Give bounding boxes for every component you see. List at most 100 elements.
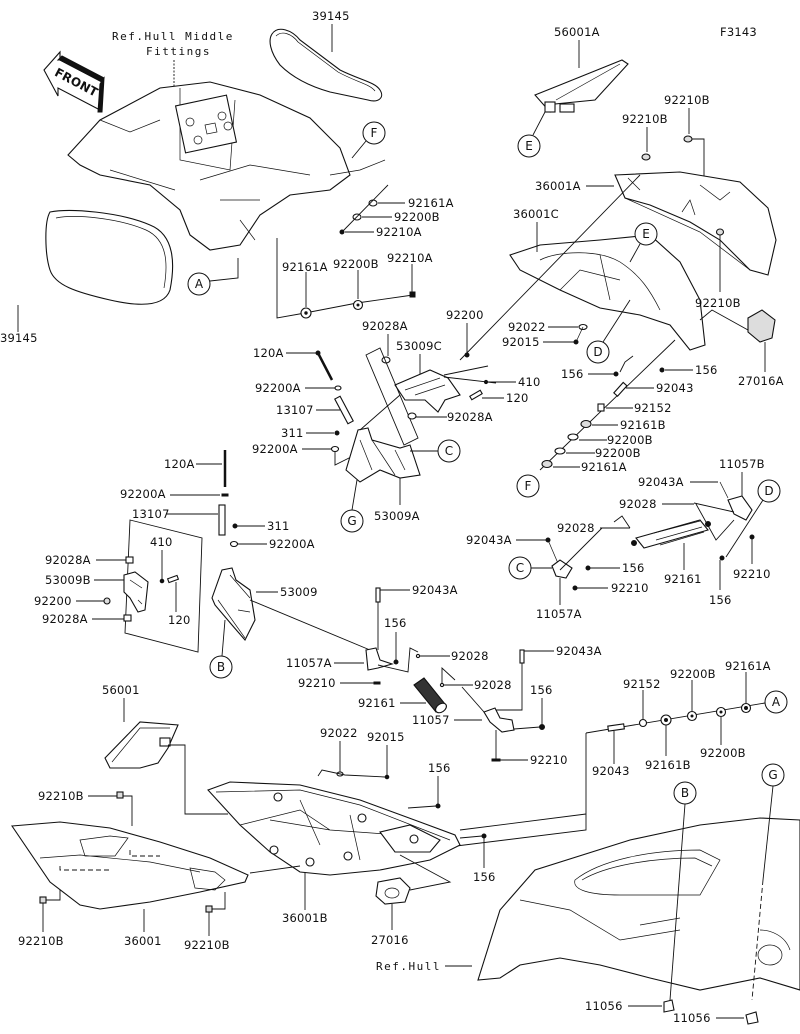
callout-f-top <box>362 121 386 145</box>
label-92161A-r: 92161A <box>581 460 627 474</box>
svg-text:E: E <box>642 227 650 241</box>
svg-text:D: D <box>593 345 602 359</box>
label-120A-l: 120A <box>164 457 195 471</box>
label-92028-m2: 92028 <box>474 678 512 692</box>
label-92210-m2: 92210 <box>530 753 568 767</box>
label-56001A: 56001A <box>554 25 600 39</box>
callout-e-top <box>517 134 541 158</box>
label-92028A-mid: 92028A <box>447 410 493 424</box>
label-92043A-m: 92043A <box>412 583 458 597</box>
svg-text:C: C <box>516 561 524 575</box>
callout-e-mid <box>634 222 658 246</box>
label-92200B-mid: 92200B <box>333 257 379 271</box>
label-11056-b: 11056 <box>673 1011 711 1025</box>
label-92043A-m2: 92043A <box>556 644 602 658</box>
svg-text:F: F <box>525 479 532 493</box>
clip-11056-b <box>745 1011 759 1025</box>
label-156-c: 156 <box>622 561 645 575</box>
label-311-l: 311 <box>267 519 290 533</box>
label-156-a: 156 <box>561 367 584 381</box>
label-120-top: 120 <box>506 391 529 405</box>
bracket-53009A <box>345 427 421 483</box>
label-27016A: 27016A <box>738 374 784 388</box>
label-92210-d: 92210 <box>733 567 771 581</box>
label-92200A-l: 92200A <box>120 487 166 501</box>
label-53009C: 53009C <box>396 339 442 353</box>
label-92200A-l2: 92200A <box>269 537 315 551</box>
svg-text:G: G <box>347 514 356 528</box>
svg-text:G: G <box>768 768 777 782</box>
label-92200-top: 92200 <box>446 308 484 322</box>
ref-hull-middle-line2: Fittings <box>146 45 211 58</box>
callout-d-bottom <box>757 479 781 503</box>
label-92028-r2: 92028 <box>557 521 595 535</box>
label-92015-top: 92015 <box>502 335 540 349</box>
label-36001B: 36001B <box>282 911 328 925</box>
svg-text:A: A <box>195 277 204 291</box>
label-92161B-top: 92161B <box>620 418 666 432</box>
label-11057: 11057 <box>412 713 450 727</box>
label-92210B-e: 92210B <box>18 934 64 948</box>
label-11057A-m: 11057A <box>286 656 332 670</box>
cover-36001C <box>509 234 706 351</box>
label-156-m2: 156 <box>530 683 553 697</box>
label-92043A-r: 92043A <box>638 475 684 489</box>
label-36001A: 36001A <box>535 179 581 193</box>
label-92022-top: 92022 <box>508 320 546 334</box>
label-92161-r: 92161 <box>664 572 702 586</box>
callout-g-mid <box>340 509 364 533</box>
label-92200B-r1: 92200B <box>607 433 653 447</box>
label-11057A-r: 11057A <box>536 607 582 621</box>
label-92028-m1: 92028 <box>451 649 489 663</box>
light-56001 <box>104 721 179 769</box>
label-92200B-r2: 92200B <box>595 446 641 460</box>
label-36001: 36001 <box>124 934 162 948</box>
label-92022-b: 92022 <box>320 726 358 740</box>
label-92028A-top: 92028A <box>362 319 408 333</box>
label-92028-r1: 92028 <box>619 497 657 511</box>
label-92210A-mid: 92210A <box>387 251 433 265</box>
gas-spring-92161-right <box>631 519 711 549</box>
hull-middle-fittings-drawing <box>67 81 386 251</box>
label-410-top: 410 <box>518 375 541 389</box>
label-92028A-l1: 92028A <box>45 553 91 567</box>
svg-text:E: E <box>525 139 533 153</box>
label-39145-left: 39145 <box>0 331 38 345</box>
part-27016A <box>747 309 776 343</box>
label-11056-a: 11056 <box>585 999 623 1013</box>
label-92152-b: 92152 <box>623 677 661 691</box>
label-53009A: 53009A <box>374 509 420 523</box>
bracket-11057B <box>727 495 753 521</box>
bracket-53009 <box>211 567 256 641</box>
callout-a-left <box>187 272 211 296</box>
label-53009B: 53009B <box>45 573 91 587</box>
label-92210-m: 92210 <box>298 676 336 690</box>
callout-f-bottom <box>516 474 540 498</box>
callout-b-left <box>209 655 233 679</box>
label-39145-top: 39145 <box>312 9 350 23</box>
clip-11056-a <box>663 999 675 1013</box>
svg-text:D: D <box>764 484 773 498</box>
label-92210B-a: 92210B <box>664 93 710 107</box>
label-92152-top: 92152 <box>634 401 672 415</box>
label-156-d: 156 <box>709 593 732 607</box>
label-36001C: 36001C <box>513 207 559 221</box>
svg-text:F: F <box>371 126 378 140</box>
label-92210B-d: 92210B <box>38 789 84 803</box>
label-156-e: 156 <box>428 761 451 775</box>
label-92043-top: 92043 <box>656 381 694 395</box>
gas-spring-92161-mid <box>413 677 447 714</box>
callout-d-top <box>586 340 610 364</box>
bracket-11057A-mid <box>365 647 394 671</box>
bracket-11057 <box>483 707 515 733</box>
label-92043A-l: 92043A <box>466 533 512 547</box>
label-92210-c: 92210 <box>611 581 649 595</box>
figure-code: F3143 <box>720 25 757 39</box>
label-11057B: 11057B <box>719 457 765 471</box>
gasket-39145-top <box>269 28 383 102</box>
label-92210B-c: 92210B <box>695 296 741 310</box>
svg-text:B: B <box>217 660 225 674</box>
label-92200-l: 92200 <box>34 594 72 608</box>
label-92161A-top: 92161A <box>408 196 454 210</box>
